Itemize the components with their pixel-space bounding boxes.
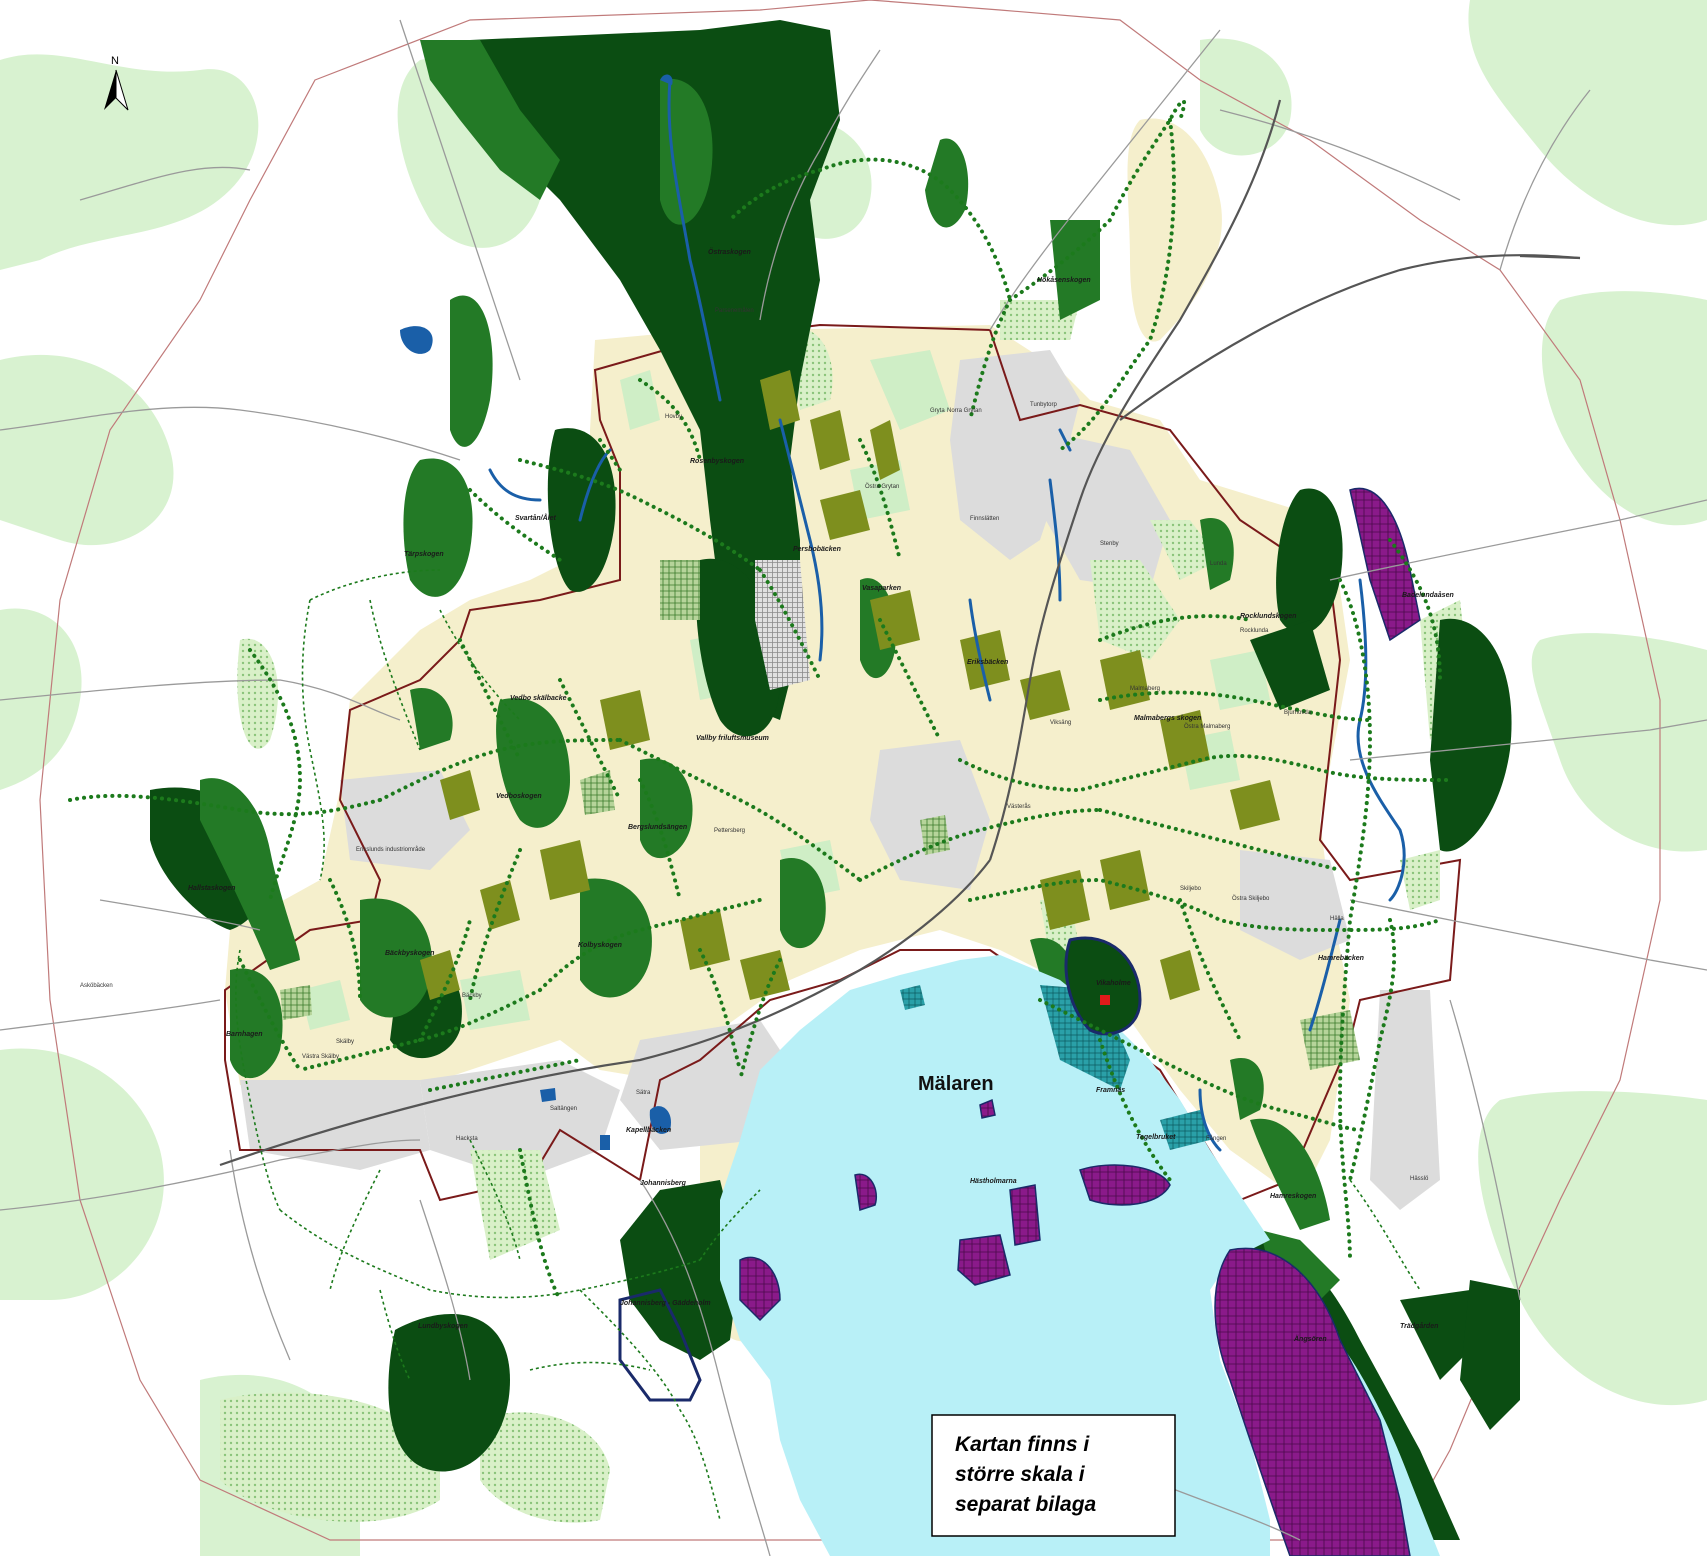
hatched-greenspace-2	[580, 770, 615, 815]
municipal-boundary	[39, 0, 1661, 1541]
label-saltangen: Saltängen	[550, 1106, 577, 1112]
label-hastholmarna: Hästholmarna	[970, 1178, 1017, 1185]
label-erikbacken: Eriksbäcken	[967, 659, 1008, 666]
label-vasaarken: Vasaparken	[862, 585, 901, 592]
label-malmaberg: Malmaberg	[1130, 686, 1160, 692]
label-malmabergsskogen: Malmabergs skogen	[1134, 715, 1201, 722]
label-johannisberg-gastis: Johannisberg - Gäddeholm	[620, 1300, 711, 1307]
north-label: N	[111, 55, 119, 67]
label-erikslund: Erikslunds industriområde	[356, 846, 426, 853]
label-persbobacken: Persbobäcken	[793, 546, 841, 553]
label-ostra-grytan: Östra Grytan	[865, 483, 899, 490]
label-skalby: Skälby	[336, 1039, 354, 1045]
label-kallskogen: Kolbyskogen	[578, 942, 622, 949]
hatched-greenspace-5	[280, 985, 312, 1020]
label-lunda: Lunda	[1210, 561, 1227, 567]
label-rocklunda: Rocklunda	[1240, 628, 1269, 634]
johannisberg-reserve-edge	[618, 1288, 702, 1402]
label-ostra-malmaberg: Östra Malmaberg	[1184, 723, 1230, 730]
lake-label: Mälaren	[918, 1073, 994, 1095]
label-viksang: Viksäng	[1050, 720, 1071, 726]
label-badelundaasen: Badelundaåsen	[1402, 591, 1454, 599]
label-norra-grytan: Norra Grytan	[947, 408, 982, 414]
label-ostraskogen: Östraskogen	[708, 247, 751, 256]
nature-reserves	[739, 487, 1421, 1557]
label-tradarden: Trädgården	[1400, 1322, 1438, 1330]
hatched-greenspace-3	[1300, 1010, 1360, 1070]
label-halla: Hälla	[1330, 916, 1344, 922]
info-note-line-3: separat bilaga	[955, 1493, 1097, 1516]
label-vallby: Vallby friluftsmuseum	[696, 735, 769, 742]
label-askobacken: Asköbäcken	[80, 983, 113, 989]
industrial-areas	[240, 350, 1440, 1210]
label-skiljebo: Skiljebo	[1180, 886, 1202, 892]
hatched-greenspace-4	[920, 815, 950, 855]
info-note-line-1: Kartan finns i	[955, 1433, 1090, 1456]
vikaholme-marker	[1100, 995, 1110, 1005]
label-hokasenskogen: Hökåsenskogen	[1037, 276, 1091, 284]
trails-primary	[68, 99, 1452, 1302]
label-kapellbacken: Kapellbäcken	[626, 1127, 671, 1134]
label-hallstaskogen: Hallstaskogen	[188, 885, 235, 892]
label-backbyskogen: Bäckbyskogen	[385, 950, 434, 957]
label-rocklundskogen: Rocklundskogen	[1240, 613, 1296, 620]
label-hasslo: Hässlö	[1410, 1176, 1429, 1182]
label-vasteras-c: Västerås	[1007, 803, 1031, 810]
label-backby: Bäckby	[462, 993, 482, 999]
north-arrow: N	[104, 55, 129, 111]
ponds	[400, 74, 673, 1150]
info-note-line-2: större skala i	[955, 1463, 1086, 1486]
label-johannisberg: Johannisberg	[640, 1180, 687, 1187]
hatched-greenspace-1	[660, 560, 700, 620]
label-bergslunden: Bergslundsängen	[628, 824, 687, 831]
label-barnhagen: Barnhagen	[226, 1031, 263, 1038]
railways	[219, 99, 1581, 1167]
label-finnslatten: Finnslätten	[970, 516, 999, 522]
label-hacksta: Hacksta	[456, 1136, 478, 1142]
label-hamreskogen: Hamreskogen	[1270, 1193, 1316, 1200]
forest-mid	[200, 40, 1340, 1300]
label-pettersberg: Pettersberg	[714, 828, 745, 834]
label-vastra-skalby: Västra Skälby	[302, 1054, 339, 1060]
roads-rural	[0, 19, 1707, 1557]
label-svartan: Svartån/Ålet	[515, 513, 557, 522]
label-framnas: Framnäs	[1096, 1087, 1125, 1094]
label-lundbyskogen: Lundbyskogen	[418, 1323, 468, 1330]
label-stenby: Stenby	[1100, 541, 1119, 547]
trails-planned	[235, 569, 1421, 1521]
label-satra: Sätra	[636, 1090, 651, 1096]
label-tunbytorp: Tunbytorp	[1030, 402, 1057, 408]
label-hovby: Hovby	[665, 414, 682, 420]
hatched-industry	[755, 560, 810, 690]
label-angsoren: Ängsören	[1293, 1335, 1327, 1343]
label-tegelbruket: Tegelbruket	[1136, 1134, 1176, 1141]
label-vedboskogen: Vedboskogen	[496, 793, 542, 800]
label-ostra-skiljebo: Östra Skiljebo	[1232, 895, 1270, 902]
label-bjurhovda: Bjurhovda	[1284, 710, 1312, 716]
label-vedbo-skalbacke: Vedbo skälbacke	[510, 695, 567, 702]
label-gryta: Gryta	[930, 408, 945, 414]
label-rosenbyskogen: Rosenbyskogen	[690, 458, 744, 465]
label-fangan: Fången	[1206, 1135, 1226, 1142]
info-note: Kartan finns i större skala i separat bi…	[931, 1414, 1176, 1537]
info-note-box	[931, 1414, 1176, 1537]
label-hamrebacken: Hamrebäcken	[1318, 955, 1364, 962]
vikaholme-island	[1064, 936, 1142, 1036]
place-labels: Östraskogen Parsenemålen Hökåsenskogen R…	[80, 247, 1454, 1343]
olive-greenspaces	[420, 370, 1280, 1000]
label-tarpskogen: Tärpskogen	[404, 551, 444, 558]
label-vikaholme: Vikaholme	[1096, 980, 1131, 987]
label-parsenemalen: Parsenemålen	[715, 307, 754, 314]
